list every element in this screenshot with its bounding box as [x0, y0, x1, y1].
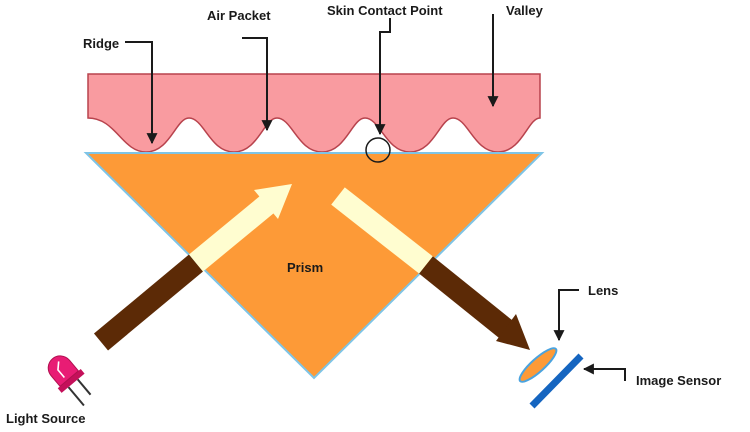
reflected-light-beam [419, 256, 515, 340]
label-light-source: Light Source [6, 411, 85, 426]
reflected-light-arrowhead [496, 314, 530, 350]
incoming-light-arrowhead [254, 184, 292, 219]
reflected-light-beam-prism [331, 187, 433, 274]
label-valley: Valley [506, 3, 544, 18]
incoming-light-beam [93, 254, 204, 351]
lens-icon [518, 347, 558, 383]
skin-layer [87, 73, 541, 153]
air-packet-pointer [242, 37, 273, 132]
lens-pointer [553, 289, 579, 342]
ridge-pointer [125, 41, 158, 145]
label-skin-contact-point: Skin Contact Point [327, 3, 443, 18]
sensor-icon [529, 353, 584, 409]
label-prism: Prism [287, 260, 323, 275]
incoming-light-beam-prism [189, 193, 277, 272]
image-sensor-pointer [582, 363, 626, 381]
label-air-packet: Air Packet [207, 8, 271, 23]
label-image-sensor: Image Sensor [636, 373, 721, 388]
skin-contact-pointer [374, 18, 391, 136]
label-ridge: Ridge [83, 36, 119, 51]
skin-contact-circle [365, 137, 391, 163]
led-icon [47, 355, 92, 407]
label-lens: Lens [588, 283, 618, 298]
